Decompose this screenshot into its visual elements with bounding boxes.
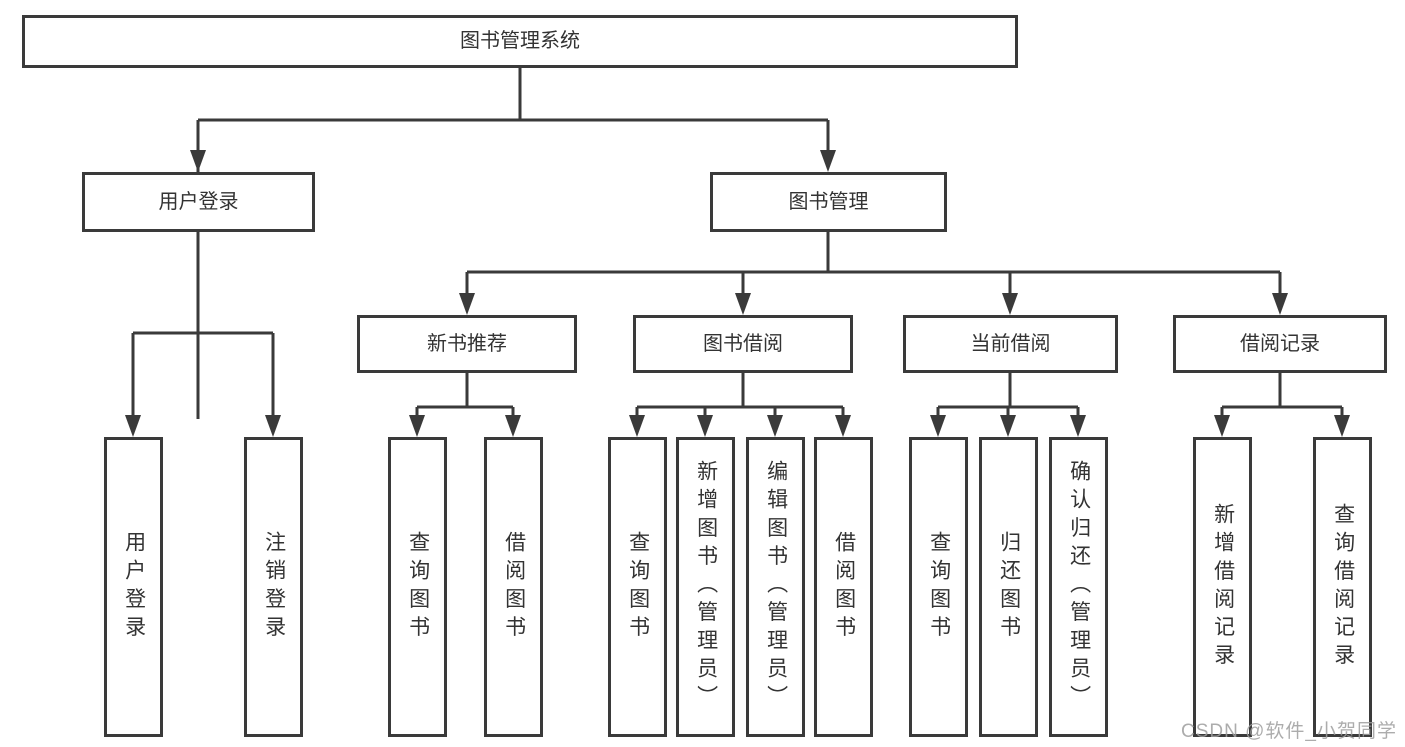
leaf-query-borrow-record: 查询借阅记录	[1313, 437, 1372, 737]
leaf-borrow-books-2: 借阅图书	[814, 437, 873, 737]
leaf-edit-books-admin: 编辑图书（管理员）	[746, 437, 805, 737]
arrowheads	[125, 150, 1350, 437]
node-user-login: 用户登录	[82, 172, 315, 232]
leaf-borrow-books-1: 借阅图书	[484, 437, 543, 737]
leaf-user-login: 用户登录	[104, 437, 163, 737]
node-book-borrowing: 图书借阅	[633, 315, 853, 373]
leaf-return-books: 归还图书	[979, 437, 1038, 737]
leaf-query-books-1: 查询图书	[388, 437, 447, 737]
leaf-logout: 注销登录	[244, 437, 303, 737]
leaf-query-books-3: 查询图书	[909, 437, 968, 737]
leaf-add-borrow-record: 新增借阅记录	[1193, 437, 1252, 737]
node-book-management: 图书管理	[710, 172, 947, 232]
leaf-confirm-return-admin: 确认归还（管理员）	[1049, 437, 1108, 737]
leaf-query-books-2: 查询图书	[608, 437, 667, 737]
node-borrow-records: 借阅记录	[1173, 315, 1387, 373]
leaf-add-books-admin: 新增图书（管理员）	[676, 437, 735, 737]
node-current-borrowing: 当前借阅	[903, 315, 1118, 373]
csdn-watermark: CSDN @软件_小贺同学	[1181, 721, 1397, 742]
node-library-system: 图书管理系统	[22, 15, 1018, 68]
node-new-book-recommend: 新书推荐	[357, 315, 577, 373]
